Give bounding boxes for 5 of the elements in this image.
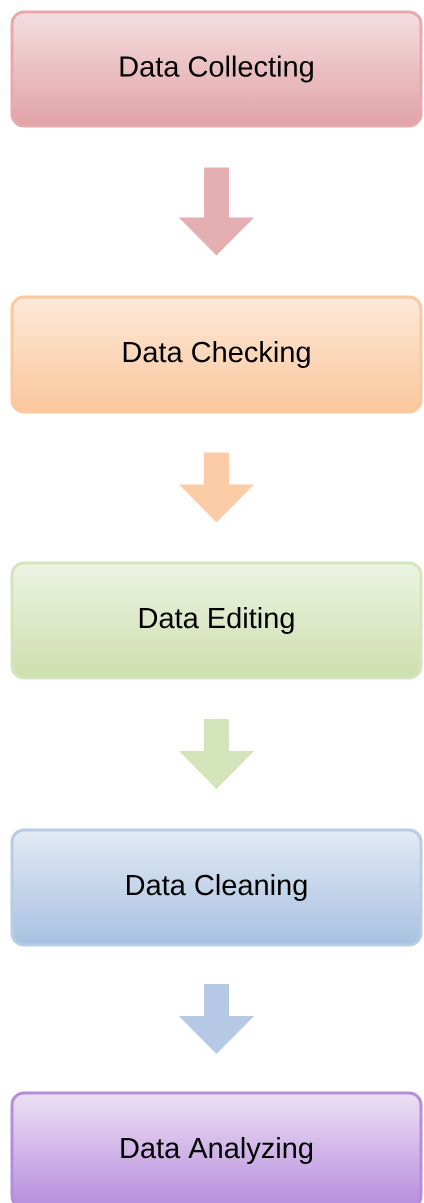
process-box: Data Editing bbox=[10, 561, 423, 680]
process-box: Data Cleaning bbox=[10, 828, 423, 947]
process-box: Data Checking bbox=[10, 295, 423, 414]
process-box: Data Analyzing bbox=[10, 1091, 423, 1203]
process-box: Data Collecting bbox=[10, 10, 423, 128]
